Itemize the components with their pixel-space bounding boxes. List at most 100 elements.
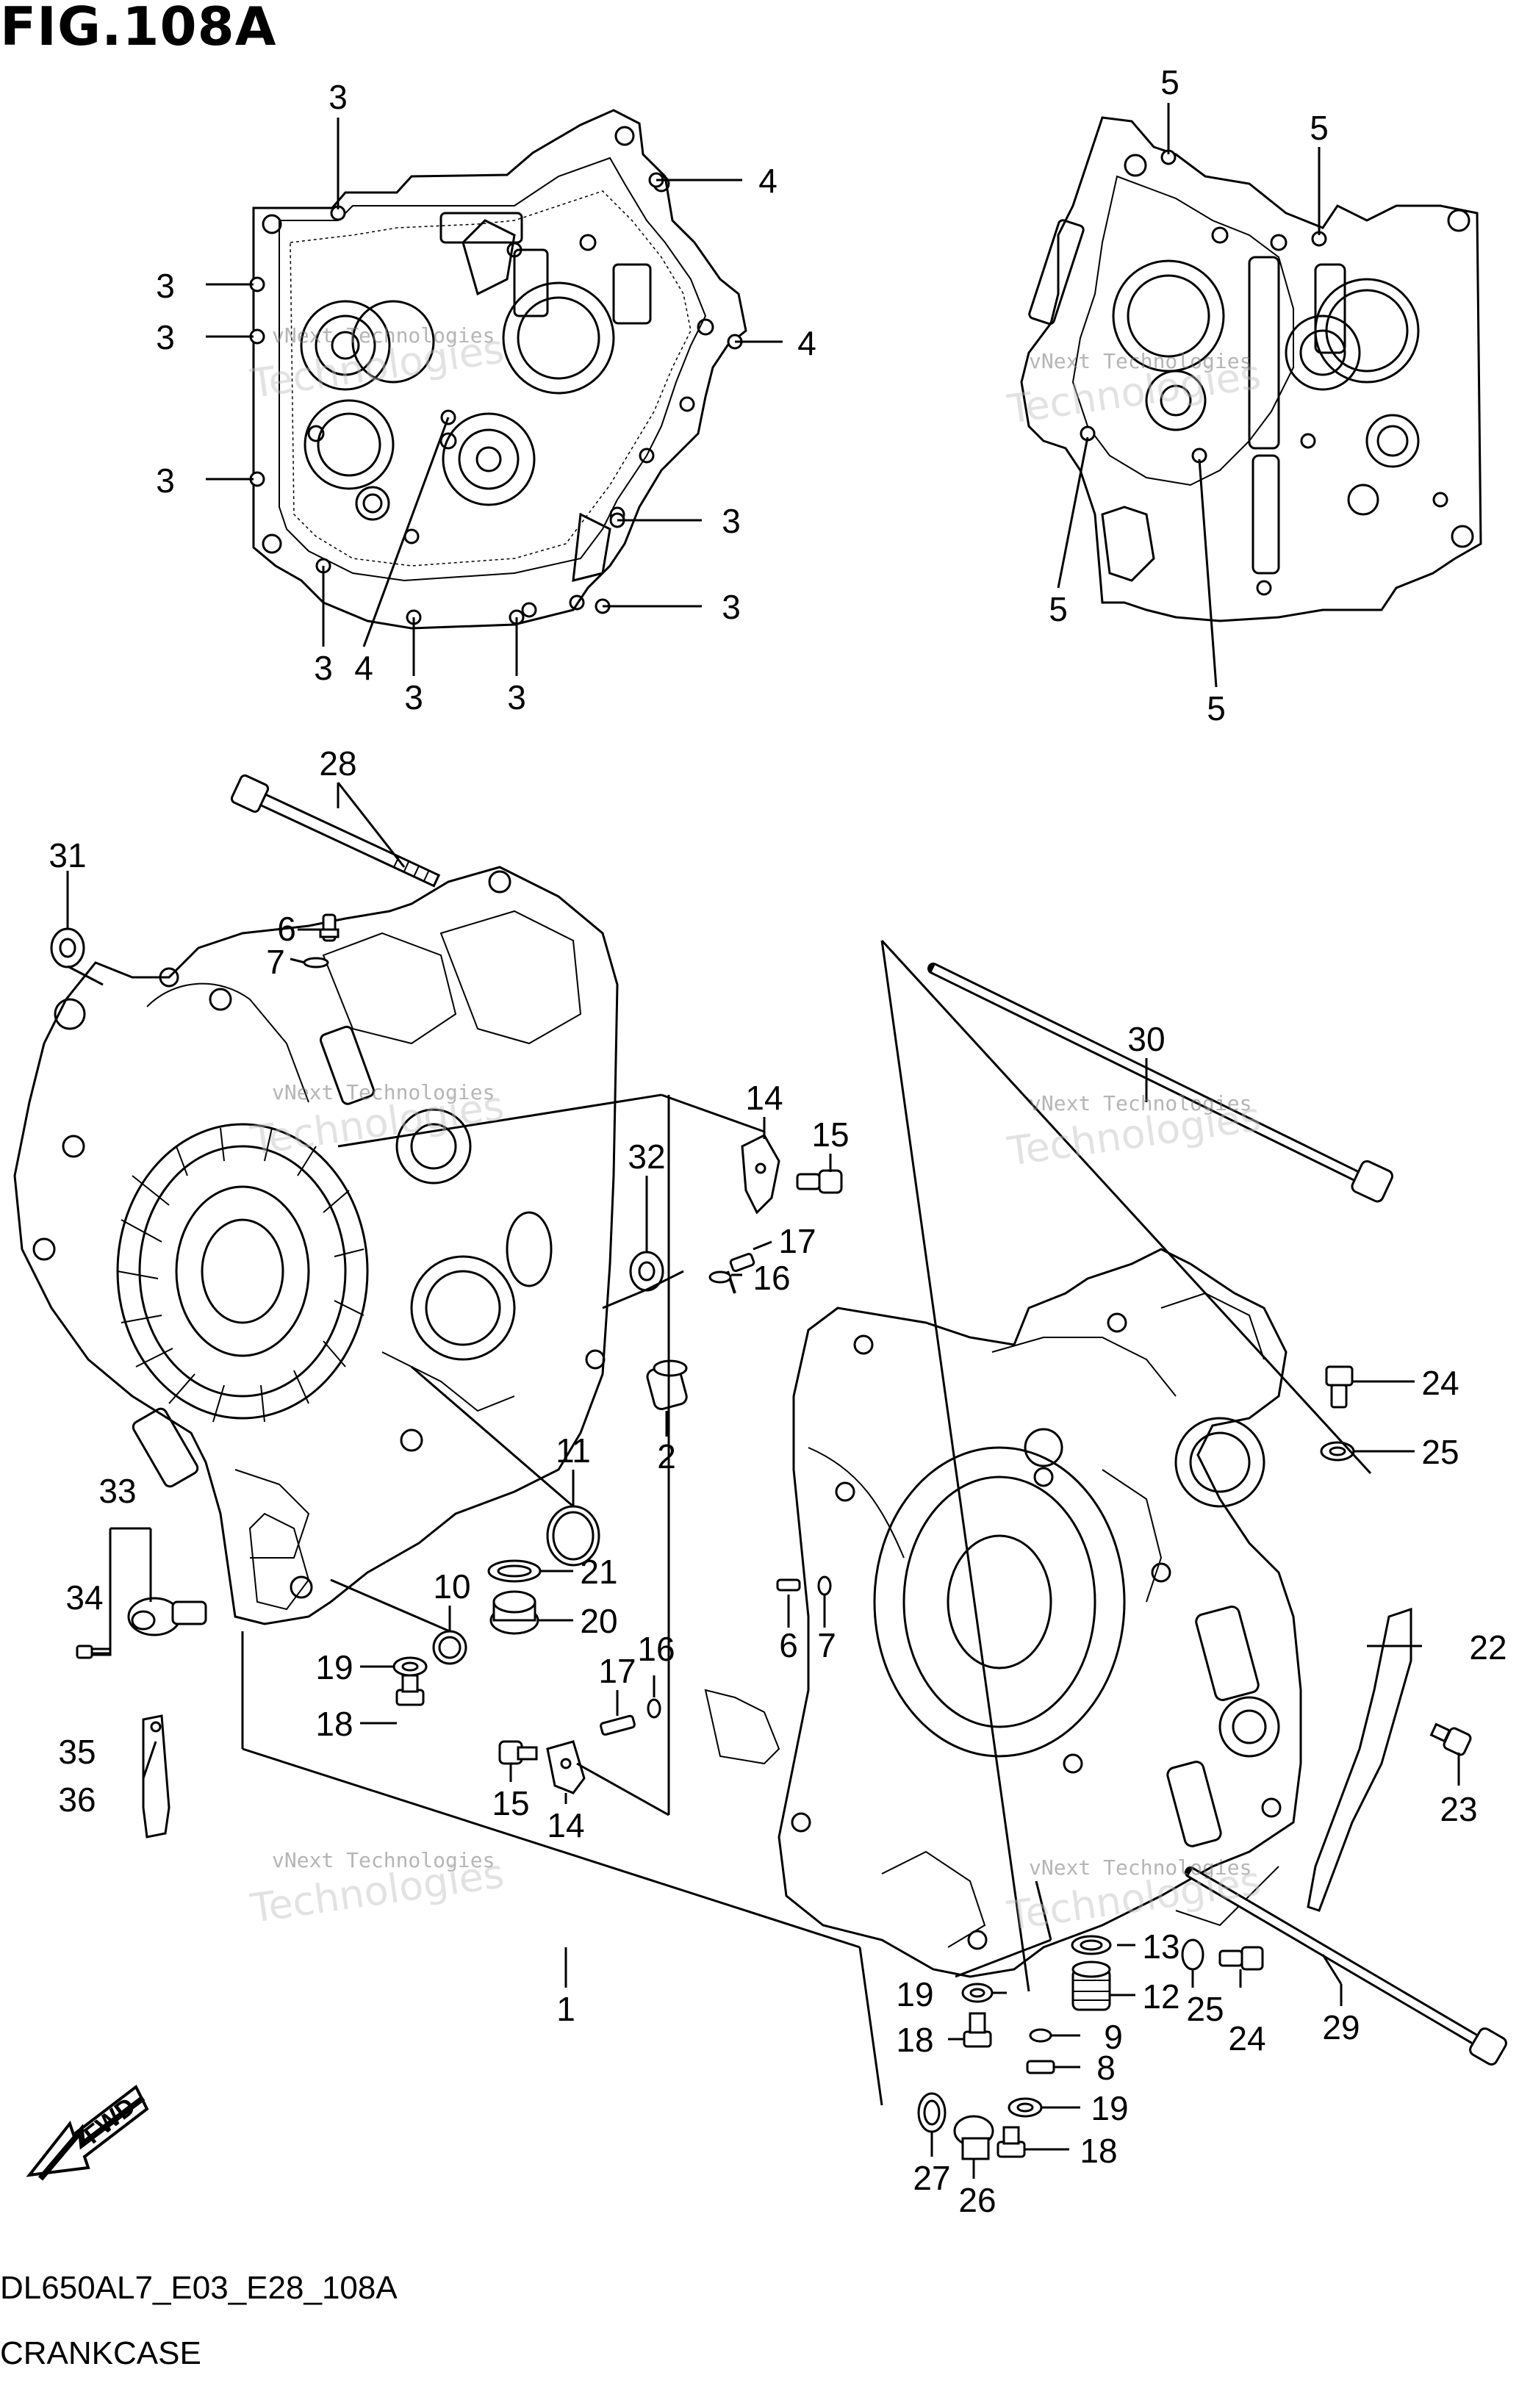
- washer-19-left: [392, 1656, 428, 1677]
- callout-18: 18: [1080, 2132, 1117, 2170]
- bolt-15-top: [796, 1169, 843, 1194]
- callout-32: 32: [628, 1137, 665, 1176]
- callout-19: 19: [315, 1648, 353, 1686]
- callout-3: 3: [314, 649, 333, 687]
- plug-20: [489, 1590, 539, 1635]
- callout-12: 12: [1142, 1977, 1179, 2016]
- sensor-33: [127, 1597, 207, 1636]
- bolt-30: [927, 963, 1394, 1203]
- bolt-24-top: [1325, 1365, 1354, 1409]
- oring-11: [546, 1505, 600, 1567]
- callout-2: 2: [657, 1437, 676, 1476]
- screw-34: [76, 1645, 112, 1659]
- model-code: DL650AL7_E03_E28_108A: [0, 2270, 398, 2306]
- callout-20: 20: [580, 1602, 617, 1640]
- callout-9: 9: [1104, 2018, 1123, 2056]
- callout-33: 33: [98, 1472, 136, 1510]
- callout-labels: 3 4 3 4 3 3 3 3 3 3 4 3 3 5 5 5 5 28 31 …: [49, 63, 1507, 2219]
- figure-name: CRANKCASE: [0, 2335, 201, 2371]
- callout-30: 30: [1127, 1020, 1165, 1058]
- bolt-23: [1429, 1722, 1472, 1756]
- bolt-15-bottom: [498, 1740, 538, 1765]
- figure-title: FIG.108A: [0, 0, 277, 57]
- bolt-18-mid: [963, 2012, 992, 2048]
- callout-36: 36: [58, 1780, 96, 1819]
- callout-14: 14: [547, 1806, 584, 1844]
- washer-25-bottom: [1181, 1938, 1204, 1971]
- callout-17: 17: [778, 1222, 816, 1260]
- callout-8: 8: [1096, 2049, 1116, 2087]
- callout-25: 25: [1421, 1433, 1459, 1471]
- bolt-28: [230, 774, 441, 888]
- plug-26: [953, 2115, 994, 2160]
- callout-6: 6: [779, 1626, 798, 1664]
- crankcase-left-half: [13, 866, 619, 1625]
- callout-3: 3: [156, 267, 175, 305]
- crankcase-right-half: [704, 1248, 1302, 1978]
- callout-3: 3: [722, 502, 741, 540]
- small-parts: [50, 774, 1507, 2160]
- callout-5: 5: [1160, 63, 1179, 101]
- oring-16-bottom: [647, 1698, 661, 1719]
- callout-3: 3: [722, 588, 741, 626]
- callout-26: 26: [958, 2181, 996, 2219]
- pin-6-top: [319, 913, 340, 942]
- washer-25-top: [1320, 1441, 1355, 1462]
- callout-31: 31: [49, 836, 86, 874]
- oring-10: [432, 1630, 467, 1665]
- bolt-18-left: [395, 1674, 425, 1706]
- callout-5: 5: [1207, 689, 1226, 727]
- callout-24: 24: [1228, 2019, 1265, 2057]
- crankcase-face-left: [252, 109, 747, 630]
- washer-31: [50, 927, 85, 968]
- bolt-18-bottom: [996, 2126, 1026, 2158]
- filter-12: [1071, 1960, 1111, 2011]
- callout-7: 7: [266, 943, 285, 981]
- callout-18: 18: [896, 2021, 933, 2059]
- callout-22: 22: [1469, 1628, 1507, 1667]
- oring-16-top: [708, 1271, 732, 1284]
- callout-10: 10: [433, 1567, 470, 1606]
- callout-4: 4: [797, 324, 816, 362]
- callout-4: 4: [758, 162, 778, 200]
- clamp-35: [142, 1714, 170, 1839]
- oring-7-top: [303, 957, 329, 968]
- callout-25: 25: [1186, 1990, 1224, 2028]
- callout-35: 35: [58, 1733, 96, 1771]
- callout-16: 16: [637, 1630, 675, 1668]
- callout-17: 17: [598, 1652, 636, 1690]
- bracket-14-top: [741, 1134, 780, 1215]
- callout-3: 3: [404, 678, 423, 716]
- bracket-14-bottom: [546, 1740, 586, 1794]
- oring-7-bottom: [817, 1575, 832, 1596]
- callout-14: 14: [745, 1079, 783, 1117]
- top-leader-lines: [206, 103, 1321, 688]
- gasket-13: [1071, 1935, 1112, 1955]
- gasket-27: [917, 2092, 947, 2133]
- bolt-24-bottom: [1218, 1946, 1264, 1971]
- crankcase-face-right-bolts: [1080, 149, 1327, 464]
- dowel-2: [646, 1359, 688, 1410]
- callout-6: 6: [277, 910, 296, 948]
- callout-3: 3: [507, 678, 526, 716]
- callout-5: 5: [1310, 109, 1329, 147]
- callout-3: 3: [328, 78, 348, 116]
- callout-29: 29: [1322, 2008, 1360, 2046]
- washer-19-mid: [961, 1983, 994, 2003]
- washer-19-bottom: [1008, 2097, 1043, 2118]
- callout-15: 15: [492, 1784, 529, 1822]
- plate-22: [1307, 1607, 1412, 1912]
- callout-19: 19: [896, 1975, 933, 2013]
- callout-7: 7: [817, 1626, 836, 1664]
- callout-23: 23: [1440, 1790, 1477, 1828]
- jet-17-top: [726, 1252, 755, 1294]
- callout-13: 13: [1142, 1927, 1179, 1966]
- callout-18: 18: [315, 1705, 353, 1743]
- leader-lines: [66, 782, 1460, 2179]
- callout-11: 11: [556, 1431, 591, 1470]
- crankcase-face-right: [1020, 116, 1482, 622]
- callout-27: 27: [913, 2159, 950, 2197]
- callout-21: 21: [580, 1553, 617, 1591]
- bolt-29: [1185, 1866, 1507, 2066]
